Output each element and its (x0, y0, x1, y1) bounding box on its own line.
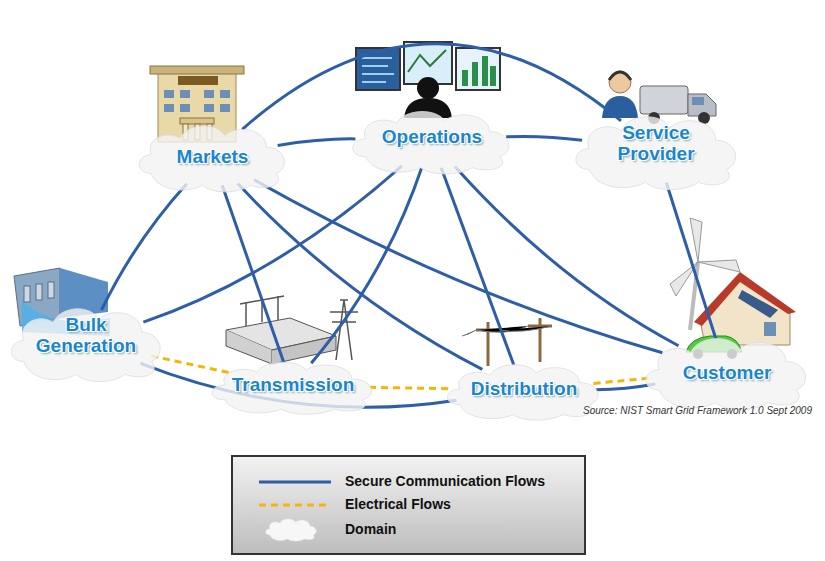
domain-cloud: Markets (132, 118, 292, 194)
domain-cloud: Operations (345, 104, 517, 176)
customer-icon (670, 218, 796, 359)
domain-label: Customer (682, 362, 772, 383)
communication-flow (596, 384, 655, 390)
electrical-flow (593, 378, 650, 383)
electrical-flow (369, 387, 450, 388)
legend-row: Secure Communication Flows (233, 471, 584, 493)
domain-cloud: Transmission (204, 356, 380, 416)
distribution-poles (462, 318, 552, 366)
domain-cloud: Customer (638, 330, 814, 412)
domain-cloud: Service Provider (568, 108, 744, 192)
service-provider-icon (602, 71, 716, 124)
source-note: Source: NIST Smart Grid Framework 1.0 Se… (583, 405, 812, 416)
domain-cloud: Bulk Generation (4, 300, 168, 384)
communication-flow (441, 168, 514, 365)
legend-text: Domain (345, 521, 396, 537)
communication-flow (311, 168, 421, 363)
communication-flow (506, 136, 582, 140)
legend-text: Secure Communication Flows (345, 473, 545, 489)
domain-label: Distribution (470, 378, 578, 399)
operations-monitors (356, 42, 500, 118)
legend-swatch (263, 516, 319, 542)
domain-label: Transmission (231, 374, 355, 395)
domain-cloud: Distribution (440, 358, 606, 422)
communication-flow (666, 183, 716, 340)
legend-text: Electrical Flows (345, 496, 451, 512)
domain-label: Service Provider (596, 122, 716, 164)
domain-label: Bulk Generation (26, 314, 146, 356)
communication-flow (254, 180, 662, 353)
legend-row: Domain (233, 519, 584, 541)
domain-label: Markets (176, 146, 249, 167)
legend-box: Secure Communication FlowsElectrical Flo… (231, 455, 586, 555)
legend-row: Electrical Flows (233, 494, 584, 516)
legend-swatch (255, 494, 335, 516)
communication-flow (102, 184, 187, 310)
legend-swatch (255, 471, 335, 493)
communication-flow (455, 167, 679, 346)
electrical-flow (151, 356, 229, 373)
communication-flow (278, 139, 356, 146)
domain-label: Operations (381, 126, 483, 147)
